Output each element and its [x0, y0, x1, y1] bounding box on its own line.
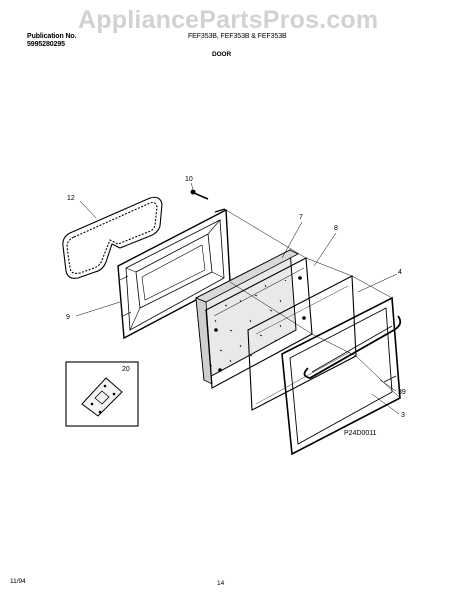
callout-12: 12: [67, 195, 75, 202]
publication-number: 5995280295: [27, 41, 65, 48]
insulation-part: [195, 249, 299, 385]
callout-9: 9: [66, 314, 70, 321]
watermark-text: AppliancePartsPros.com: [78, 6, 379, 34]
outer-door-frame: [281, 296, 402, 456]
figure-code: P24D0011: [344, 430, 377, 437]
callout-39: 39: [398, 389, 406, 396]
callout-4: 4: [398, 269, 402, 276]
callout-20: 20: [122, 366, 130, 373]
callout-10: 10: [185, 176, 193, 183]
footer-date: 11/94: [10, 578, 26, 585]
section-title: DOOR: [212, 51, 232, 58]
screw-part: [190, 189, 209, 200]
publication-label: Publication No.: [27, 33, 77, 40]
leader-lines: [75, 182, 401, 415]
callout-8: 8: [334, 225, 338, 232]
model-numbers: FEF353B, FEF353B & FEF353B: [188, 33, 287, 40]
inset-hinge-receptacle: [65, 361, 139, 427]
callout-7: 7: [299, 214, 303, 221]
callout-3: 3: [401, 412, 405, 419]
footer-page-number: 14: [217, 580, 225, 587]
gasket-part: [62, 196, 163, 279]
